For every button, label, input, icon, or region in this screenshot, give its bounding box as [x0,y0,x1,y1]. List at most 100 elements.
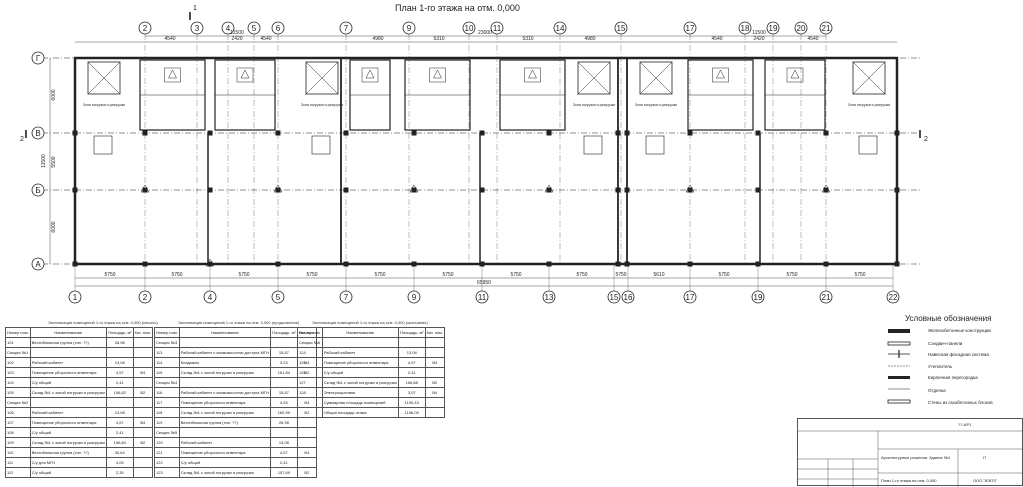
table-cell: Помещение уборочного инвентаря [29,417,107,428]
column-base [858,135,878,155]
axis-label: 20 [797,24,806,33]
section-mark: 1 [193,5,197,12]
column [615,261,621,267]
column [546,130,552,136]
table-cell: 30,64 [105,447,134,458]
dimension-label: 5750 [510,272,521,278]
section-mark: 2 [924,136,928,143]
table-cell: 110 [5,447,31,458]
table-cell [132,397,153,408]
dimension-label: 4980 [584,36,595,42]
dimension-label: 6000 [51,89,57,100]
table-cell: 13,08 [105,407,134,418]
column [687,130,693,136]
table-header-cell: Кат. пом. [424,327,445,338]
level-mark [205,258,215,267]
table-cell [178,337,271,348]
axis-bubble [751,290,765,304]
table-cell: 15,87 [269,387,298,398]
table-cell: С/у общий [29,467,107,478]
level-mark [716,69,725,79]
table-cell: 161,84 [269,367,298,378]
column [894,187,900,193]
axis-bubble [614,21,628,35]
table-cell: 13,08 [397,347,426,358]
table-cell: 101 [5,337,31,348]
table-cell: Вестибюльная группа (тип. ??) [29,337,107,348]
axis-bubble [68,290,82,304]
column [823,187,829,193]
axis-bubble [271,290,285,304]
table-cell: 156,82 [105,387,134,398]
column [823,130,829,136]
axis-label: 15 [617,24,626,33]
zone-label: Зона погрузки и разгрузки [635,103,677,107]
legend-symbols [887,329,911,404]
axis-label: 22 [889,293,898,302]
table-cell [132,457,153,468]
table-cell [132,427,153,438]
dock-cross [305,61,339,95]
loading-dock [577,61,611,95]
table-cell: Секция №5 [154,427,180,438]
legend-item: Кирпичная перегородка [928,375,978,380]
row-axis-bubble [31,51,45,65]
axis-label: 17 [686,24,695,33]
table-cell [132,377,153,388]
stair [524,67,541,83]
axis-label: 16 [624,293,633,302]
table-cell: 106 [5,407,31,418]
axis-label: 4 [226,24,231,33]
table-header-cell: Площадь, м² [269,327,298,338]
axis-label: 6 [276,24,281,33]
level-mark [544,184,554,193]
axis-label: 19 [754,293,763,302]
dimension-label: 4540 [260,36,271,42]
dimension-label: 5610 [653,272,664,278]
zone-label: Зона погрузки и разгрузки [301,103,343,107]
axis-bubble [138,21,152,35]
axis-bubble [542,290,556,304]
dimension-label: 11500 [752,30,766,36]
table-cell: 13,08 [105,357,134,368]
table-header-cell: Наименование [29,327,107,338]
stair [164,67,181,83]
row-axis-label: Б [35,186,40,195]
table-cell: 120 [154,437,180,448]
table-row: Секция №4 [154,377,318,388]
legend-item: Утеплитель [928,364,953,369]
table-cell: 119 [154,417,180,428]
axis-label: 2 [143,293,148,302]
level-mark [140,184,150,193]
table-cell: Вестибюльная группа (тип. ??) [29,447,107,458]
axis-label: 9 [407,24,412,33]
dimension-label: 5750 [374,272,385,278]
table-cell: 157,69 [269,467,298,478]
table-cell: Вестибюльная группа (тип. ??) [178,417,271,428]
table-cell: 4,57 [269,447,298,458]
column [275,187,281,193]
dimension-label: 5750 [306,272,317,278]
table-cell: 28,98 [105,337,134,348]
table-cell: 126 [297,367,323,378]
column [894,130,900,136]
level-mark [240,69,250,79]
dimension-label: 5750 [718,272,729,278]
table-cell: В4 [132,367,153,378]
table-cell: Электрощитовая [321,387,399,398]
dimension-label: 23000 [478,30,492,36]
